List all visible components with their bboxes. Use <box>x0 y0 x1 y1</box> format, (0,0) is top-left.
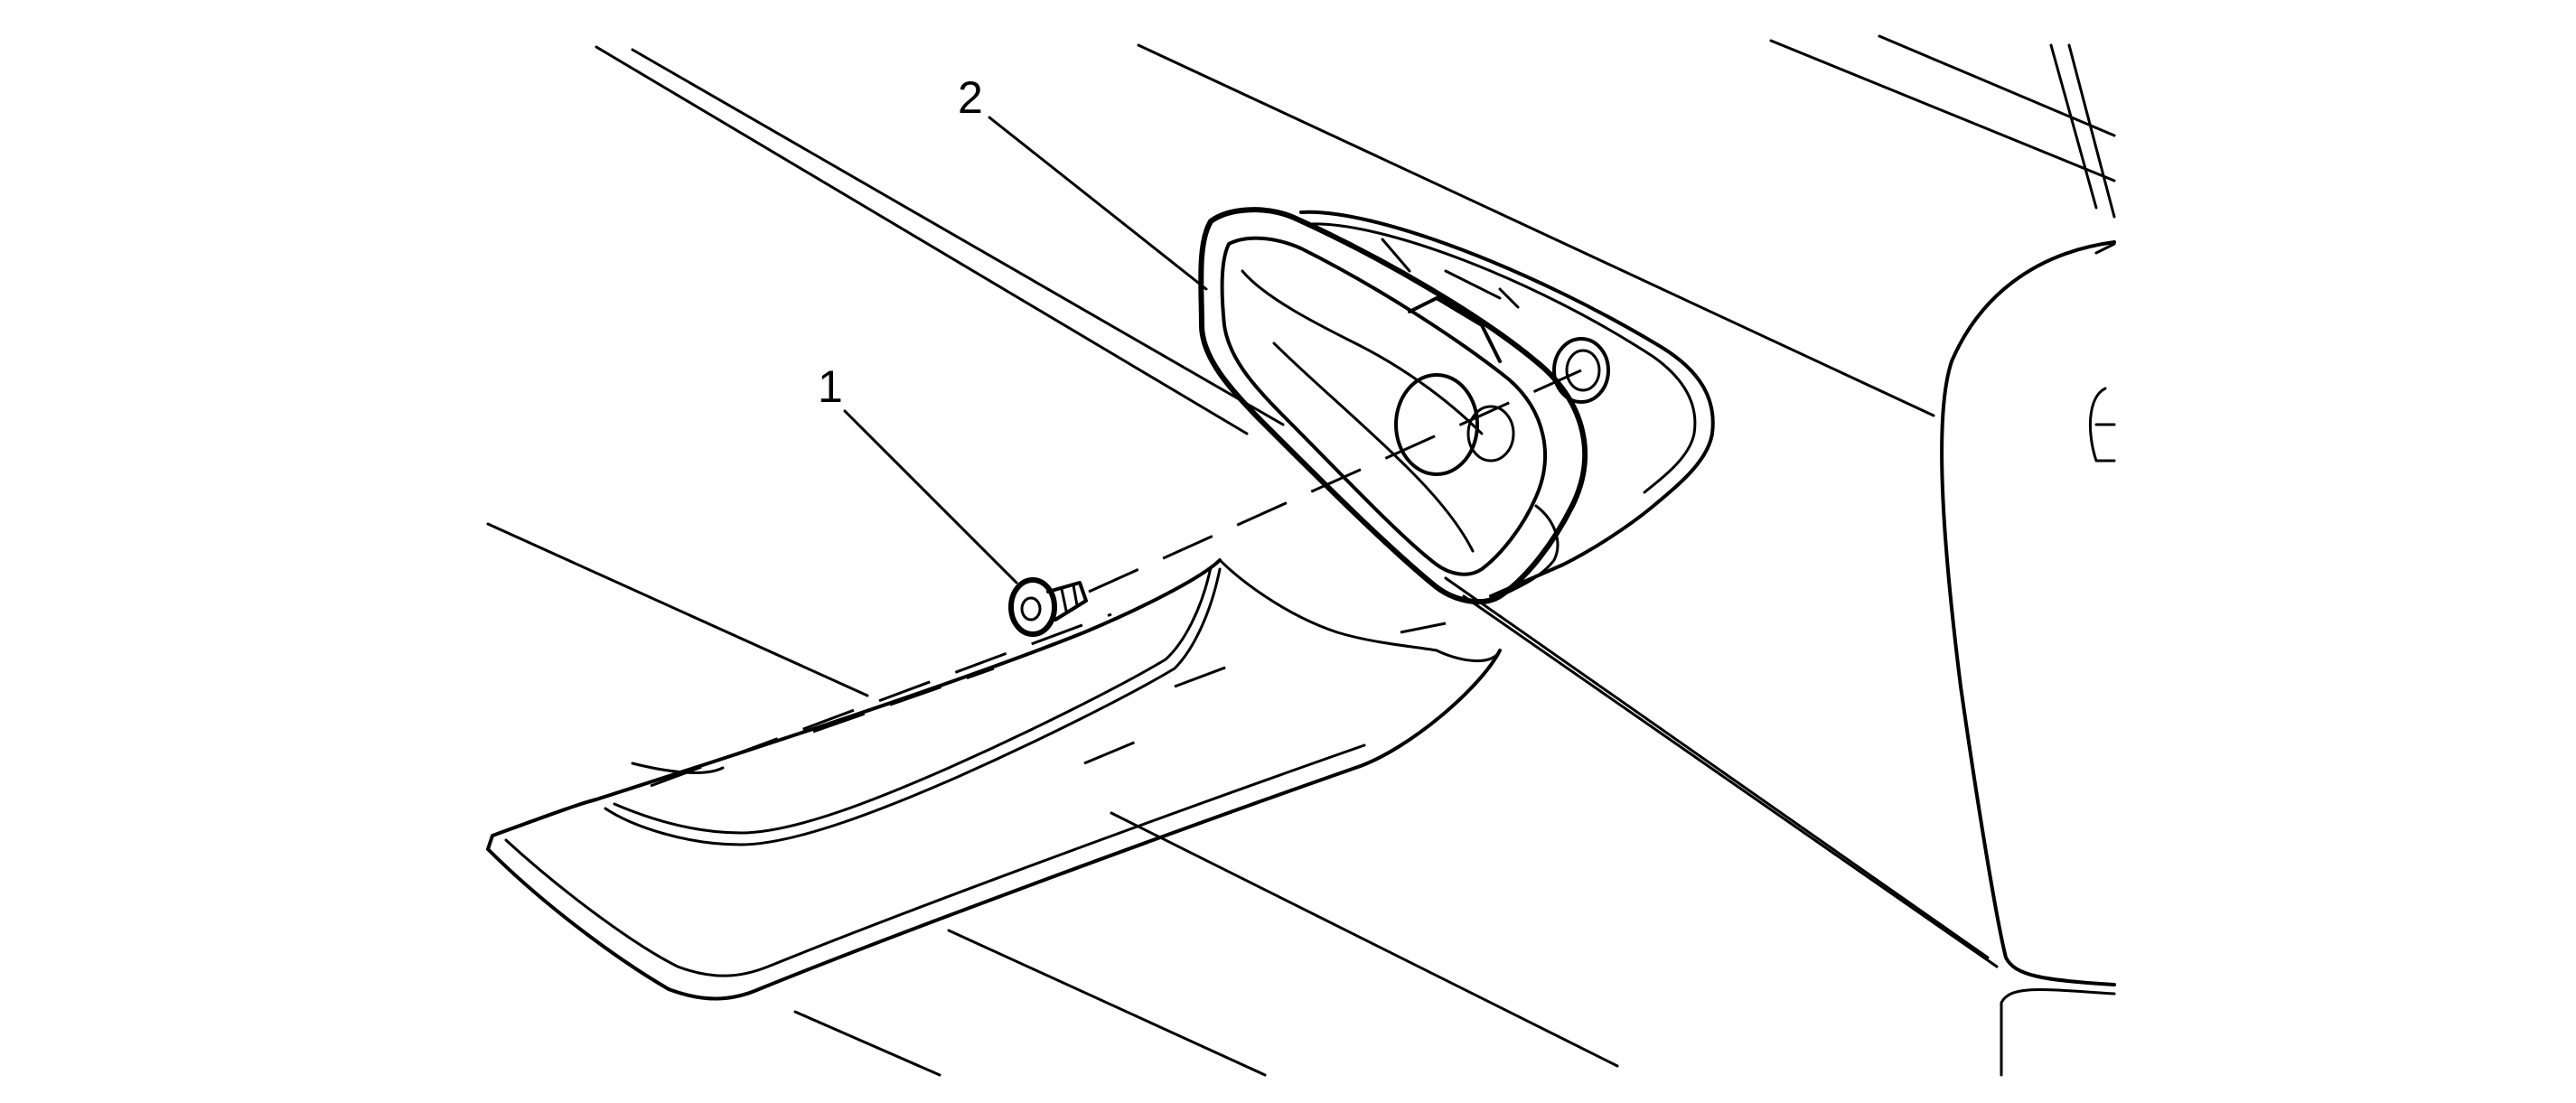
door-handle-cavity <box>1299 210 1715 598</box>
armrest-trim <box>486 558 1502 1001</box>
install-centerline <box>1088 369 1582 594</box>
door-panel-lines <box>486 34 2116 1077</box>
callout-leaders <box>843 116 1208 584</box>
fastener-screw <box>1008 577 1088 637</box>
callout-label-2: 2 <box>958 72 983 123</box>
seat-back-outline <box>1940 240 2116 1077</box>
callout-label-1: 1 <box>818 361 843 412</box>
door-handle-bezel <box>1198 207 1588 605</box>
